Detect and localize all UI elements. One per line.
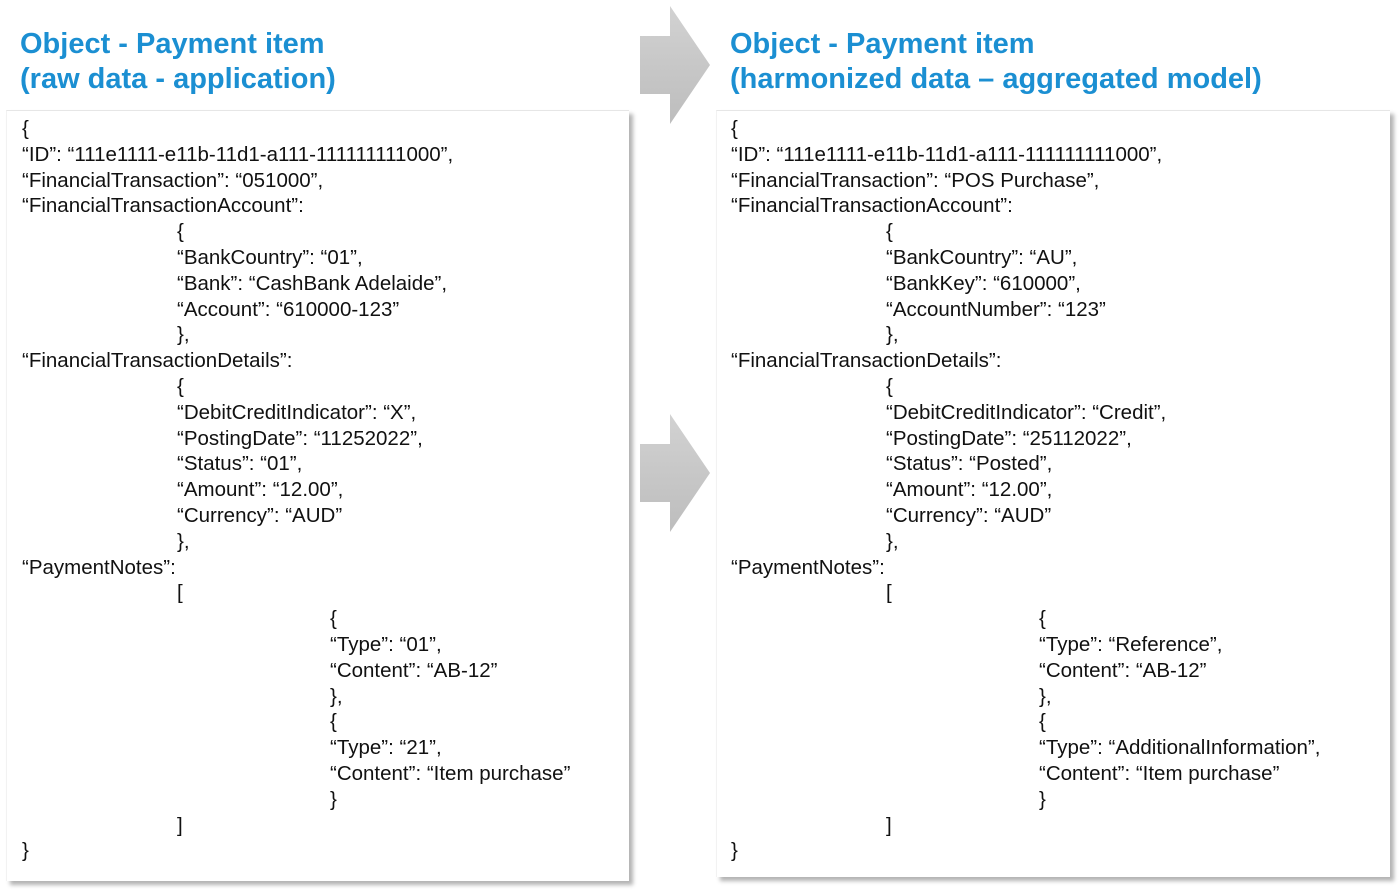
json-line: “Content”: “Item purchase”: [330, 761, 571, 785]
json-line: },: [1039, 684, 1052, 708]
json-line: {: [1039, 607, 1046, 631]
raw-data-panel: [6, 110, 629, 881]
json-line: “FinancialTransactionDetails”:: [731, 349, 1002, 373]
json-line: “Content”: “AB-12”: [330, 658, 498, 682]
json-line: “BankKey”: “610000”,: [886, 271, 1081, 295]
json-line: {: [886, 220, 893, 244]
json-line: “FinancialTransaction”: “051000”,: [22, 168, 324, 192]
json-line: {: [330, 710, 337, 734]
json-line: [: [886, 581, 892, 605]
json-line: “Type”: “Reference”,: [1039, 632, 1223, 656]
json-line: “FinancialTransactionAccount”:: [731, 194, 1013, 218]
json-line: {: [886, 374, 893, 398]
json-line: [: [177, 581, 183, 605]
json-line: “BankCountry”: “AU”,: [886, 245, 1078, 269]
json-line: “Currency”: “AUD”: [177, 503, 343, 527]
json-line: }: [731, 839, 738, 863]
json-line: “Bank”: “CashBank Adelaide”,: [177, 271, 448, 295]
json-line: “Amount”: “12.00”,: [886, 478, 1053, 502]
json-line: “Type”: “21”,: [330, 736, 442, 760]
json-line: {: [1039, 710, 1046, 734]
json-line: “PostingDate”: “25112022”,: [886, 426, 1132, 450]
json-line: “FinancialTransaction”: “POS Purchase”,: [731, 168, 1100, 192]
transform-arrow-icon: [640, 414, 710, 532]
json-line: “FinancialTransactionAccount”:: [22, 194, 304, 218]
json-line: }: [330, 787, 337, 811]
json-line: “ID”: “111e1111-e11b-11d1-a111-111111111…: [22, 142, 454, 166]
json-line: “PostingDate”: “11252022”,: [177, 426, 423, 450]
json-line: }: [1039, 787, 1046, 811]
json-line: “FinancialTransactionDetails”:: [22, 349, 293, 373]
harmonized-data-title-line2: (harmonized data – aggregated model): [730, 63, 1262, 95]
json-line: “BankCountry”: “01”,: [177, 245, 363, 269]
json-line: “Type”: “01”,: [330, 632, 442, 656]
json-line: },: [177, 529, 190, 553]
json-line: “PaymentNotes”:: [731, 555, 885, 579]
json-line: “DebitCreditIndicator”: “Credit”,: [886, 400, 1167, 424]
harmonized-data-title: Object - Payment item (harmonized data –…: [730, 27, 1262, 97]
json-line: “Amount”: “12.00”,: [177, 478, 344, 502]
json-line: ]: [177, 813, 183, 837]
json-line: “ID”: “111e1111-e11b-11d1-a111-111111111…: [731, 142, 1163, 166]
json-line: },: [177, 323, 190, 347]
json-line: “AccountNumber”: “123”: [886, 297, 1106, 321]
json-line: {: [177, 374, 184, 398]
json-line: {: [330, 607, 337, 631]
json-line: “Status”: “Posted”,: [886, 452, 1053, 476]
json-line: “Currency”: “AUD”: [886, 503, 1052, 527]
json-line: “Content”: “Item purchase”: [1039, 761, 1280, 785]
json-line: “Account”: “610000-123”: [177, 297, 400, 321]
transform-arrow-icon: [640, 6, 710, 124]
json-line: {: [22, 117, 29, 140]
json-line: }: [22, 839, 29, 863]
harmonized-data-json: {“ID”: “111e1111-e11b-11d1-a111-11111111…: [731, 116, 1320, 864]
harmonized-data-panel: [716, 110, 1390, 877]
json-line: “Type”: “AdditionalInformation”,: [1039, 736, 1321, 760]
raw-data-title-line2: (raw data - application): [20, 63, 336, 95]
json-line: {: [731, 117, 738, 140]
json-line: },: [886, 323, 899, 347]
raw-data-json: {“ID”: “111e1111-e11b-11d1-a111-11111111…: [22, 116, 570, 864]
json-line: {: [177, 220, 184, 244]
json-line: ]: [886, 813, 892, 837]
json-line: “PaymentNotes”:: [22, 555, 176, 579]
raw-data-title-line1: Object - Payment item: [20, 28, 325, 60]
json-line: },: [886, 529, 899, 553]
harmonized-data-title-line1: Object - Payment item: [730, 28, 1035, 60]
json-line: “DebitCreditIndicator”: “X”,: [177, 400, 417, 424]
raw-data-title: Object - Payment item (raw data - applic…: [20, 27, 336, 97]
json-line: },: [330, 684, 343, 708]
json-line: “Content”: “AB-12”: [1039, 658, 1207, 682]
json-line: “Status”: “01”,: [177, 452, 303, 476]
